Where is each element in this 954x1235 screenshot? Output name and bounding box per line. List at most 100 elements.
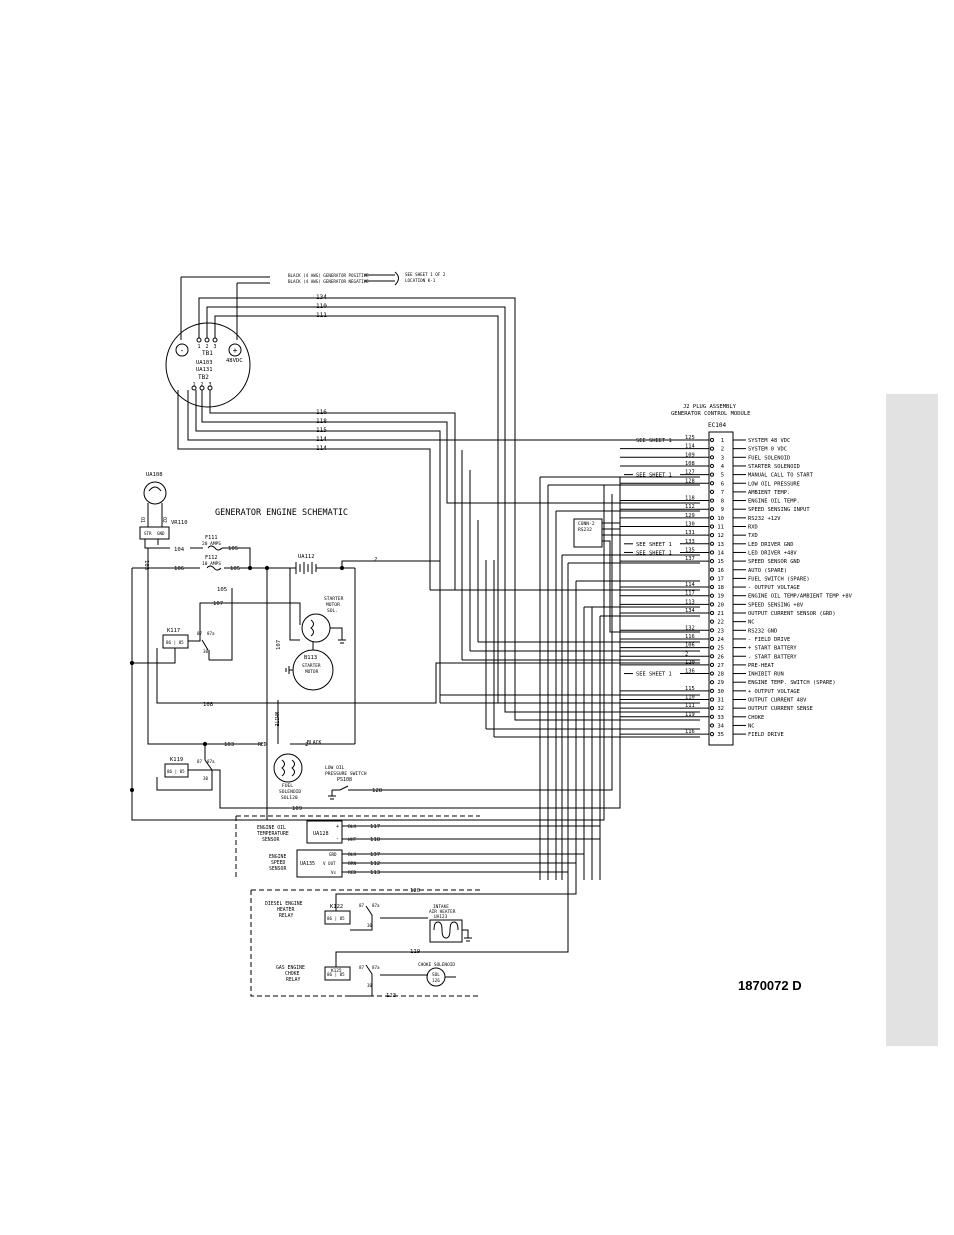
gas-relay-label: GAS ENGINE [276,965,305,971]
plus-sign: + [233,346,238,355]
ua108-generator [143,481,167,505]
pin-function-label: SYSTEM 0 VDC [748,447,787,453]
fuse-label: F111 [205,535,218,541]
relay-contact: 87a [372,903,380,908]
pin-number: 1 [721,438,724,444]
battery-ref-line [364,274,395,282]
terminal-board-circle [165,322,251,408]
pin-wire-label: 137 [685,556,695,562]
heater-element [433,921,459,939]
pin-function-label: - FIELD DRIVE [748,637,790,643]
pin-number: 26 [717,654,724,660]
pin-socket [709,455,715,460]
pin-number: 2 [721,447,724,453]
wire-114-to-18 [429,450,700,591]
speed-sensor-wires [342,853,584,873]
wire-label: 105 [217,587,227,593]
pin-socket [709,576,715,581]
starter-motor-label: STARTER [302,663,321,669]
wire-label: 116 [316,409,327,416]
pin-wire-label: 117 [685,591,695,597]
relay-contact: 87a [372,965,380,970]
battery-lead [181,276,270,284]
wire-color: WHT [348,837,357,843]
junction-dot [264,565,270,571]
fuel-sol-label: FUEL [282,783,293,789]
pin-wire-label: 118 [685,496,695,502]
wire-116 [209,390,700,591]
pin-wire-label: 106 [685,643,695,649]
tb2-pin [207,385,213,391]
wire-109 [188,769,480,809]
pin-function-label: AUTO (SPARE) [748,568,787,574]
wire-105-k117 [209,588,233,661]
speed-sensor-label: SPEED [271,860,286,866]
diesel-relay-label: DIESEL ENGINE [265,901,303,907]
fuse-f112 [132,565,290,571]
pin-wire-label: 119 [685,712,695,718]
pin-function-label: LED DRIVER +48V [748,550,797,556]
conn-box-label: RS232 [578,527,592,533]
pin-wire-label: 2 [685,651,688,657]
relay-contact: 30 [203,776,209,781]
starter-label: MOTOR [326,602,340,608]
motor-ground [285,666,293,674]
pin-function-label: + START BATTERY [748,646,797,652]
pin-number: 7 [721,490,724,496]
tb1-pin-label: 2 [206,344,209,350]
pin-socket [709,723,715,728]
pin-number: 22 [717,620,724,626]
pin-socket [709,714,715,719]
k122-coil-box [324,910,351,925]
wire-label: 123 [386,993,396,999]
wire-103 [147,548,262,745]
wire-label: 103 [224,742,234,748]
wire-label: 108 [203,702,214,708]
pin-socket [709,688,715,693]
k122-contact [350,905,428,931]
bundle-wire [561,554,700,880]
pin-socket [709,697,715,702]
pin-function-label: RS232 +12V [748,516,781,522]
sol126-label: SOL [432,972,440,978]
wire-115 [195,390,700,696]
connector-body [708,431,734,746]
pin-socket [709,602,715,607]
sensor-pin: Vs [331,870,337,875]
see-sheet-label: SEE SHEET 1 [636,438,672,444]
pin-socket [709,567,715,572]
pin-number: 24 [717,637,724,643]
pin-socket [709,446,715,451]
pin-function-label: SPEED SENSING +8V [748,602,804,608]
tb2-pin-label: 2 [201,382,204,388]
see-sheet-label: SEE SHEET 1 [636,473,672,479]
pin-number: 3 [721,455,724,461]
battery-ref-text: BLACK (4 AWG) GENERATOR POSITIVE [288,273,369,278]
starter-motor-label: MOTOR [305,669,319,675]
ua103-label: UA103 [196,360,213,366]
k125-contact [350,964,428,997]
tb2-pin [199,385,205,391]
pin-socket [709,671,715,676]
oil-temp-wires [342,825,600,840]
wire-color: BLK [348,852,357,858]
intake-label: AIR HEATER [429,909,456,915]
fuse-label: F112 [205,555,218,561]
intake-label: UA123 [434,914,448,920]
pin-number: 19 [717,594,724,600]
pin-function-label: TXD [748,533,758,539]
k119-label: K119 [170,757,183,763]
pin-wire-label: 114 [685,444,695,450]
pin-function-label: FUEL SOLENOID [748,455,790,461]
see-sheet-label: SEE SHEET 1 [636,550,672,556]
gas-relay-label: RELAY [286,977,301,983]
pin-number: 31 [717,698,724,704]
wire-134 [198,297,700,721]
pin-socket [709,584,715,590]
pin-socket [709,619,715,624]
pin-wire-label: 135 [685,547,695,553]
battery-ref-text: BLACK (4 AWG) GENERATOR NEGATIVE [288,279,369,284]
relay-coil: 86 | 85 [327,916,345,921]
minus-sign: - [180,346,185,355]
